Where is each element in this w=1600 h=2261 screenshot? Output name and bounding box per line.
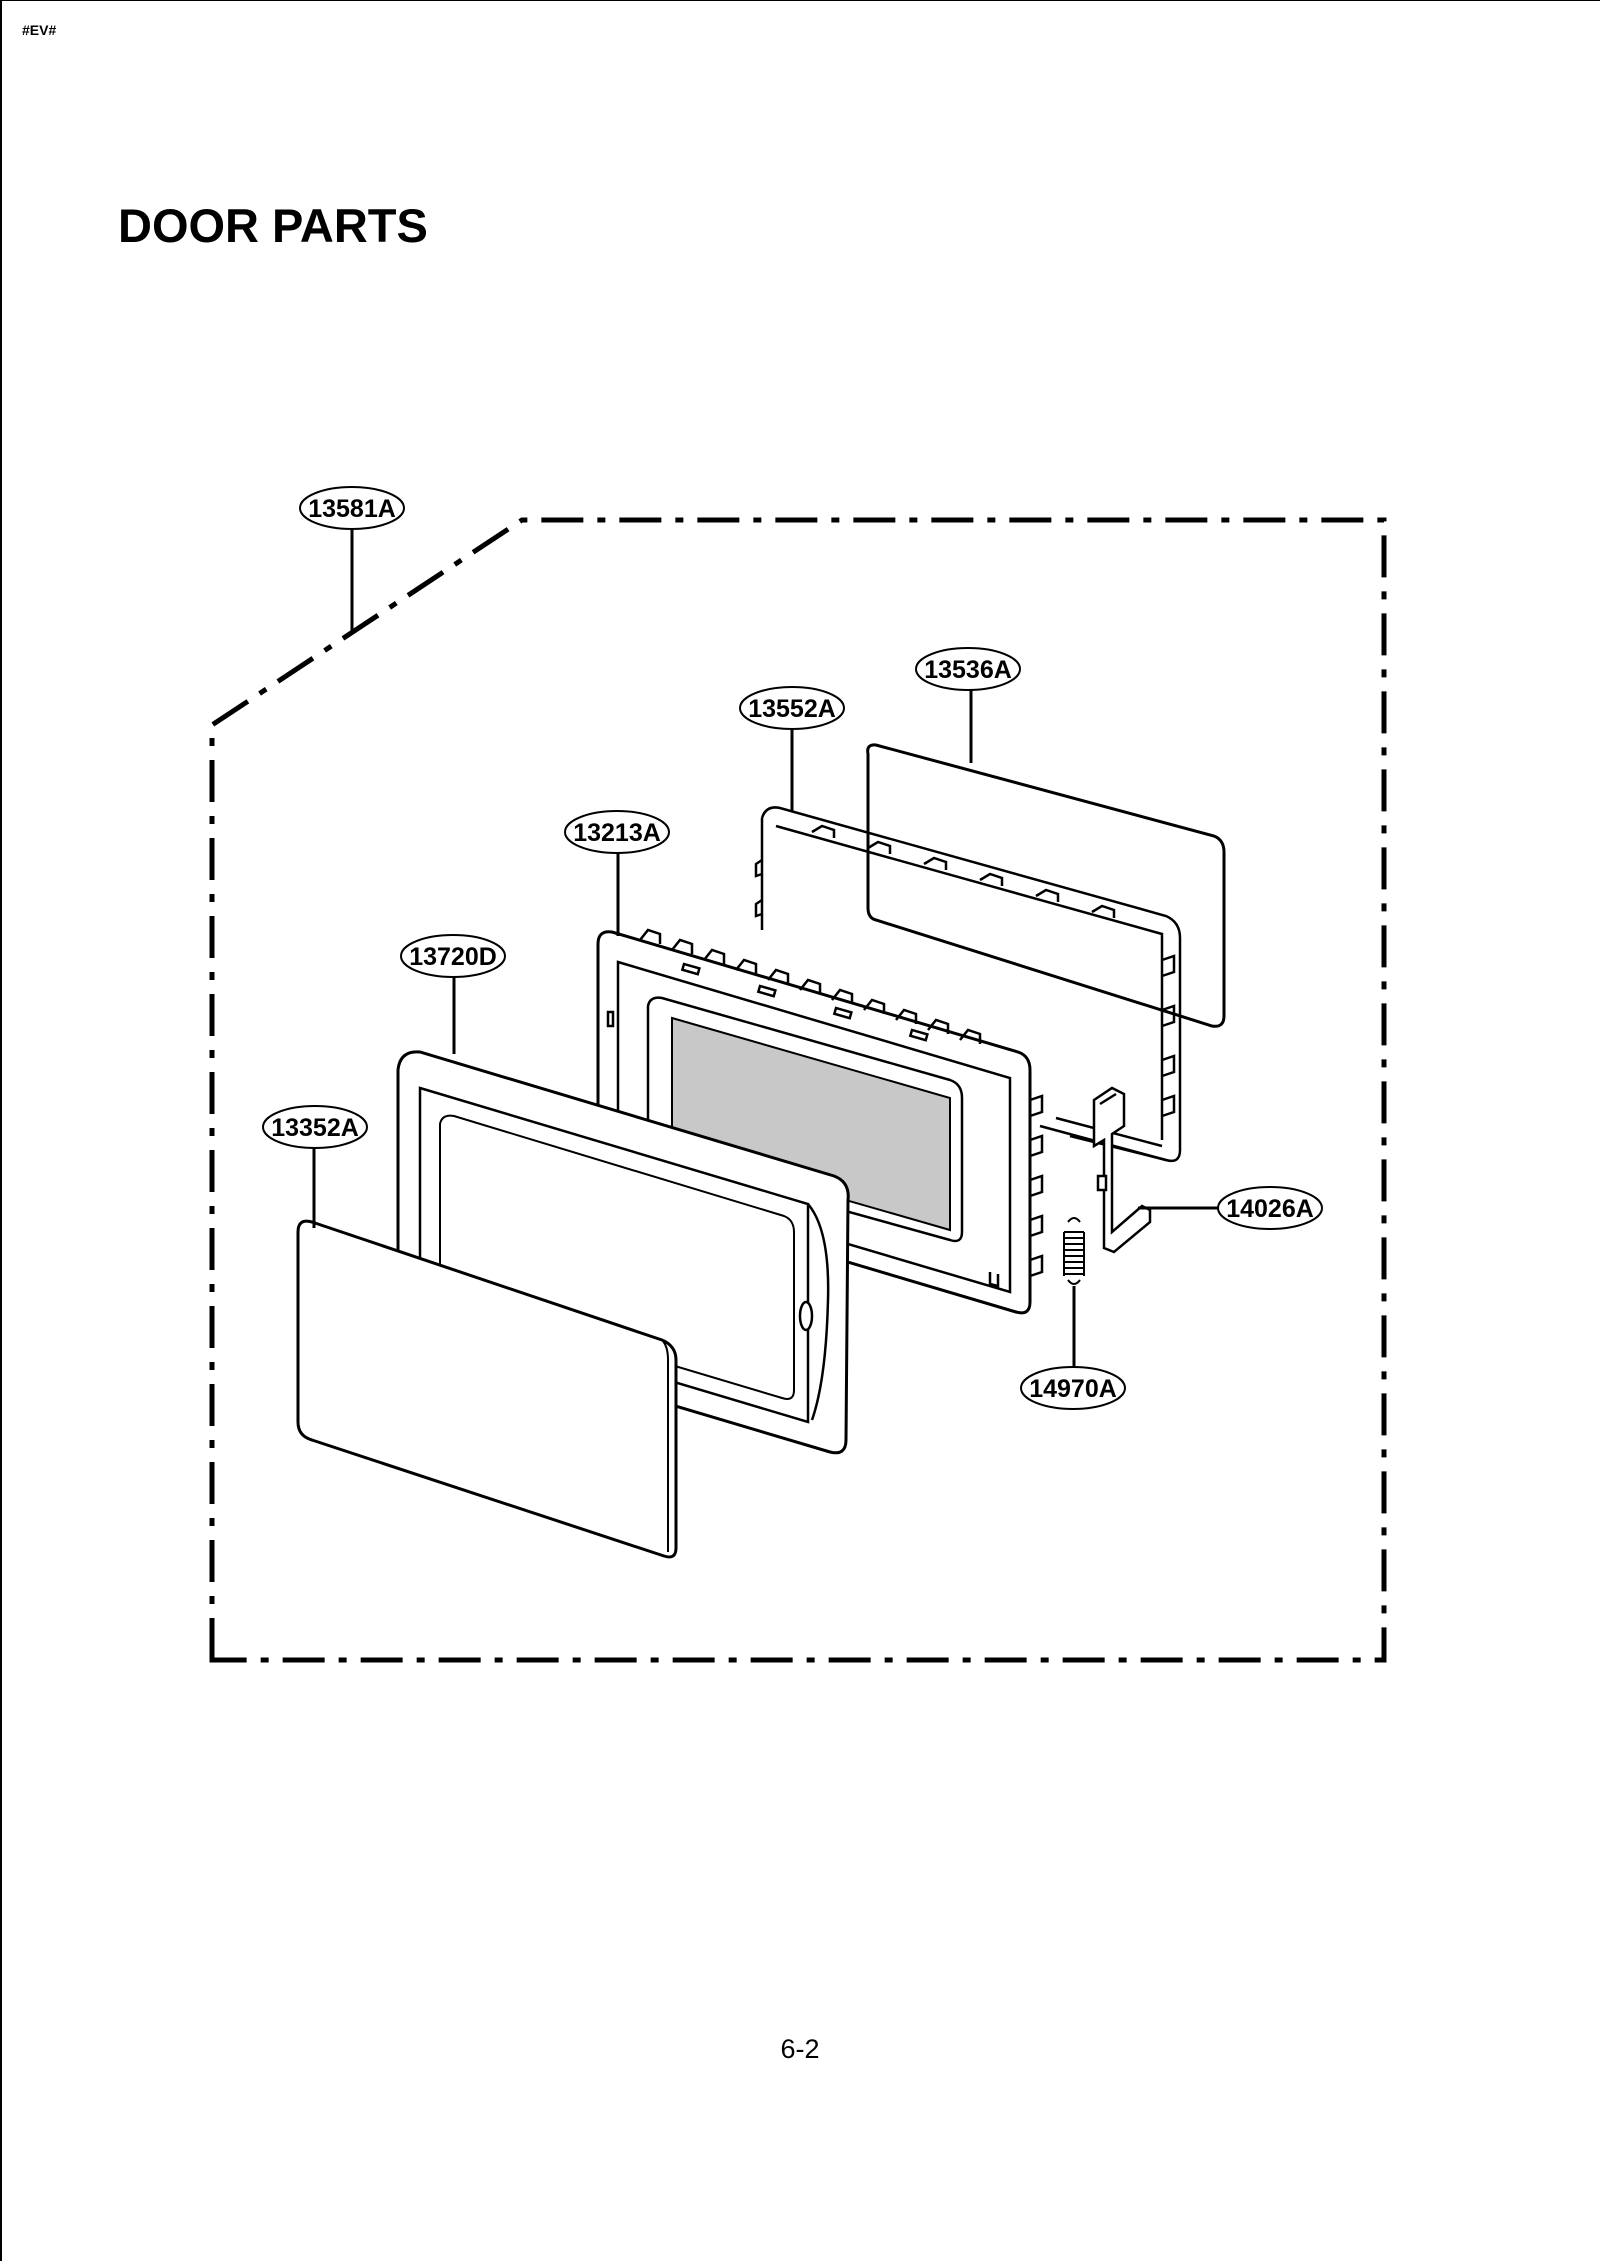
callout-13552A: 13552A: [739, 686, 845, 730]
callout-label: 14970A: [1029, 1375, 1117, 1403]
door-window-glass: [671, 1016, 951, 1232]
leader-lines: [312, 528, 1222, 1368]
page-border-top: [0, 0, 1600, 1]
callout-13581A: 13581A: [299, 486, 405, 530]
door-frame-rear-part: [754, 806, 1182, 1163]
outer-panel-part: [296, 1219, 678, 1559]
latch-key-part: [1092, 1086, 1152, 1254]
callout-label: 13536A: [924, 656, 1012, 684]
callout-label: 13720D: [409, 943, 497, 971]
door-handle-detail: [798, 1300, 814, 1332]
callout-label: 14026A: [1226, 1195, 1314, 1223]
callout-label: 13581A: [308, 495, 396, 523]
callout-14970A: 14970A: [1020, 1366, 1126, 1410]
choke-cover-part: [866, 743, 1226, 1028]
callout-14026A: 14026A: [1217, 1186, 1323, 1230]
page-border-left: [0, 0, 2, 2261]
spring-part: [1063, 1217, 1085, 1285]
callout-13352A: 13352A: [262, 1105, 368, 1149]
document-code: #EV#: [22, 22, 57, 38]
page-number: 6-2: [780, 2034, 820, 2064]
page-title: DOOR PARTS: [118, 199, 428, 252]
callout-13536A: 13536A: [915, 647, 1021, 691]
assembly-boundary: [209, 517, 1387, 1663]
callout-13720D: 13720D: [400, 934, 506, 978]
callout-13213A: 13213A: [564, 810, 670, 854]
callout-label: 13552A: [748, 695, 836, 723]
callout-label: 13213A: [573, 819, 661, 847]
callout-label: 13352A: [271, 1114, 359, 1142]
